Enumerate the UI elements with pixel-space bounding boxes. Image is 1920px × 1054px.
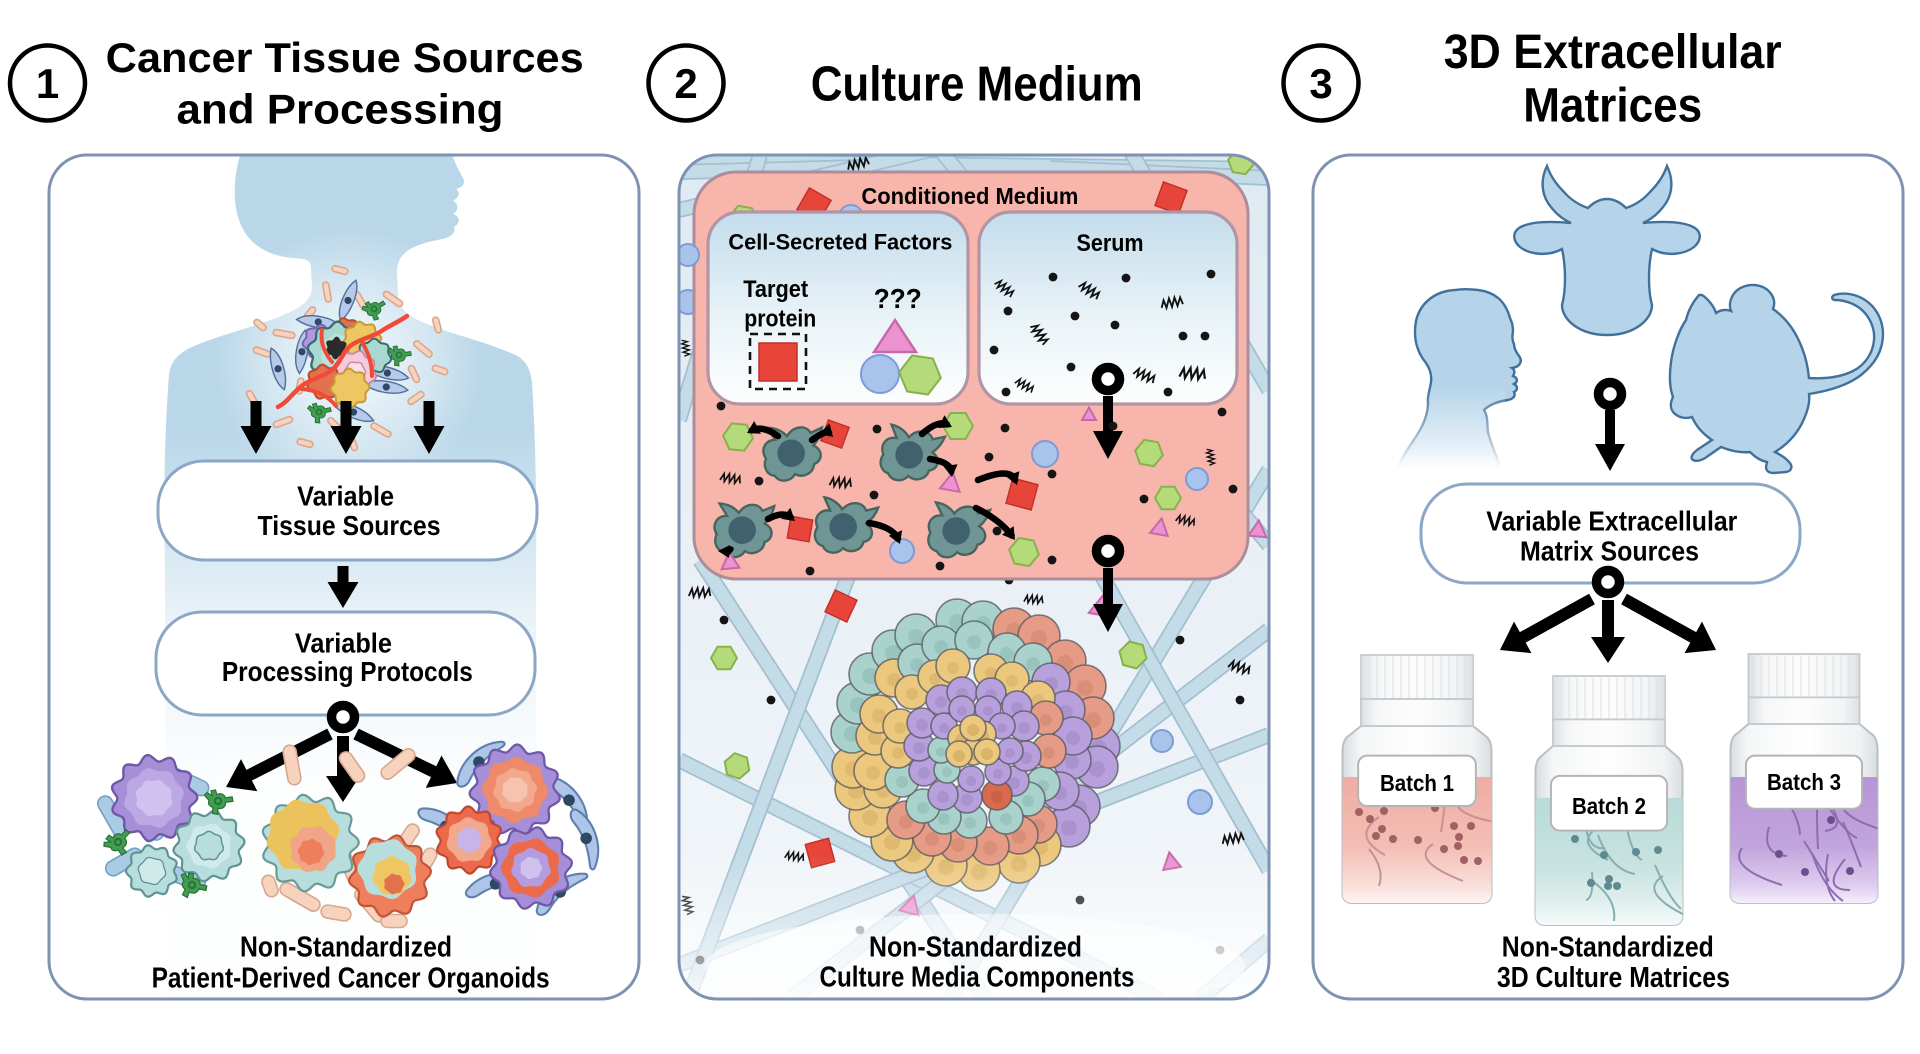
svg-text:Batch 3: Batch 3 [1767, 769, 1841, 795]
svg-text:Conditioned Medium: Conditioned Medium [861, 183, 1078, 209]
svg-text:3: 3 [1309, 60, 1332, 107]
svg-text:Cancer Tissue Sources: Cancer Tissue Sources [106, 34, 584, 81]
svg-text:Non-Standardized: Non-Standardized [240, 931, 452, 963]
svg-text:Batch 2: Batch 2 [1572, 793, 1646, 819]
svg-text:Variable: Variable [297, 481, 394, 512]
svg-text:3D Extracellular: 3D Extracellular [1444, 26, 1782, 79]
svg-text:???: ??? [874, 283, 922, 314]
svg-text:Matrix Sources: Matrix Sources [1520, 536, 1699, 567]
svg-text:Batch 1: Batch 1 [1380, 770, 1454, 796]
svg-text:1: 1 [36, 60, 59, 107]
svg-text:Cell-Secreted Factors: Cell-Secreted Factors [728, 229, 952, 254]
svg-text:Culture Media Components: Culture Media Components [820, 961, 1135, 993]
svg-text:Serum: Serum [1077, 230, 1144, 257]
svg-text:Patient-Derived Cancer Organoi: Patient-Derived Cancer Organoids [152, 962, 550, 994]
svg-text:Non-Standardized: Non-Standardized [1502, 931, 1714, 963]
svg-text:Variable: Variable [295, 627, 392, 658]
svg-text:2: 2 [674, 60, 697, 107]
svg-text:3D Culture Matrices: 3D Culture Matrices [1497, 962, 1730, 994]
svg-text:Culture Medium: Culture Medium [811, 58, 1143, 112]
svg-text:and Processing: and Processing [177, 85, 504, 132]
svg-text:protein: protein [744, 306, 816, 333]
svg-text:Tissue Sources: Tissue Sources [258, 510, 441, 541]
svg-text:Variable Extracellular: Variable Extracellular [1486, 506, 1737, 537]
svg-text:Processing Protocols: Processing Protocols [222, 656, 473, 687]
svg-text:Target: Target [743, 276, 808, 303]
svg-text:Non-Standardized: Non-Standardized [869, 931, 1082, 963]
svg-text:Matrices: Matrices [1523, 79, 1702, 132]
